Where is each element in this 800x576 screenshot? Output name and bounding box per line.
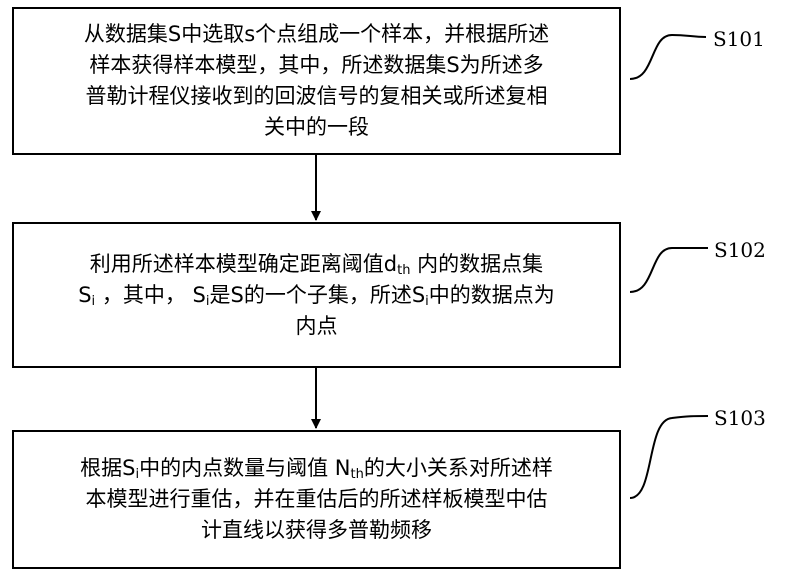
step-line: 样本获得样本模型，其中，所述数据集S为所述多 [84,50,549,81]
step-text-s101: 从数据集S中选取s个点组成一个样本，并根据所述 样本获得样本模型，其中，所述数据… [84,19,549,143]
leader-curve-s102 [630,248,708,292]
step-box-s103: 根据Si中的内点数量与阈值 Nth的大小关系对所述样 本模型进行重估，并在重估后… [12,430,621,569]
step-line: 根据Si中的内点数量与阈值 Nth的大小关系对所述样 [80,453,553,484]
step-label-s102: S102 [714,238,766,262]
step-text-s103: 根据Si中的内点数量与阈值 Nth的大小关系对所述样 本模型进行重估，并在重估后… [80,453,553,546]
step-box-s101: 从数据集S中选取s个点组成一个样本，并根据所述 样本获得样本模型，其中，所述数据… [12,7,621,155]
leader-curve-s103 [630,416,708,498]
step-line: 从数据集S中选取s个点组成一个样本，并根据所述 [84,19,549,50]
step-line: 本模型进行重估，并在重估后的所述样板模型中估 [80,484,553,515]
step-line: 关中的一段 [84,112,549,143]
step-line: 利用所述样本模型确定距离阈值dth 内的数据点集 [78,249,555,280]
step-line: Si ，其中， Si是S的一个子集，所述Si中的数据点为 [78,280,555,311]
leader-curve-s101 [630,35,706,79]
step-box-s102: 利用所述样本模型确定距离阈值dth 内的数据点集 Si ，其中， Si是S的一个… [12,222,621,368]
step-line: 普勒计程仪接收到的回波信号的复相关或所述复相 [84,81,549,112]
step-label-s101: S101 [713,27,765,51]
step-text-s102: 利用所述样本模型确定距离阈值dth 内的数据点集 Si ，其中， Si是S的一个… [78,249,555,342]
step-line: 计直线以获得多普勒频移 [80,515,553,546]
step-label-s103: S103 [714,406,766,430]
step-line: 内点 [78,311,555,342]
